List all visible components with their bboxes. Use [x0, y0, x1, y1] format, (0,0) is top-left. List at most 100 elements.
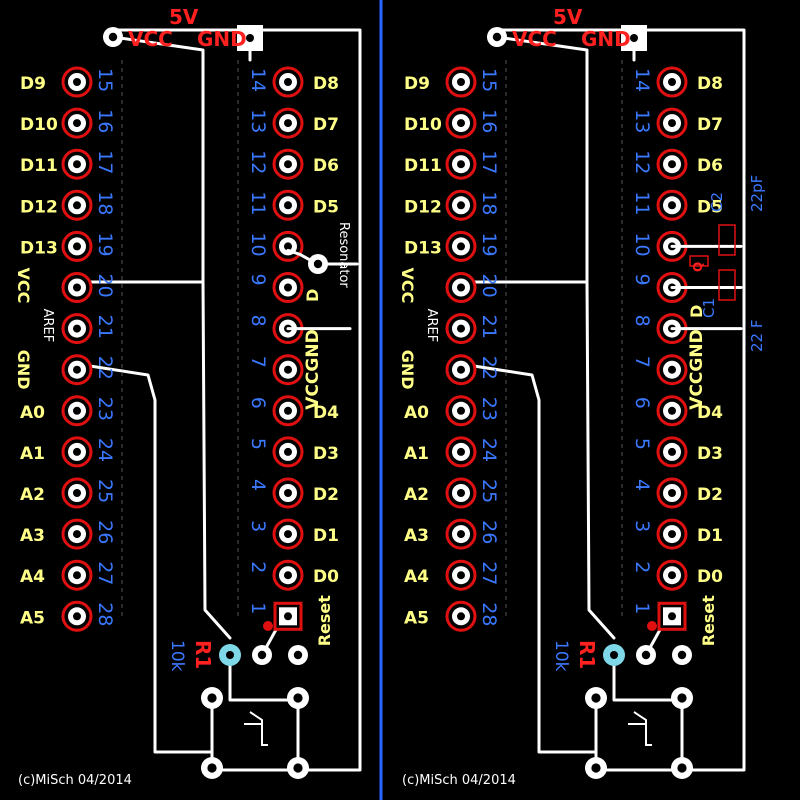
right-pin-pad-hole [668, 160, 676, 169]
gnd-label: GND [581, 27, 631, 51]
left-pin-number: 17 [478, 150, 500, 174]
reset-pad-b-hole [293, 650, 303, 660]
gnd-label: GND [197, 27, 247, 51]
right-pin-label: D6 [313, 156, 339, 176]
left-pin-label: AREF [40, 309, 55, 343]
right-pin-label: D5 [313, 197, 339, 217]
left-pin-number: 17 [94, 150, 116, 174]
left-pin-label: A4 [404, 567, 429, 587]
resonator-d-label: D [303, 289, 322, 302]
right-pin-number: 7 [631, 356, 653, 368]
right-pin-label: D7 [313, 115, 339, 135]
left-pin-number: 19 [478, 232, 500, 256]
right-pin-pad-hole [284, 489, 292, 497]
left-pin-number: 18 [478, 191, 500, 215]
right-pin-number: 5 [247, 438, 269, 450]
right-pin-number: 8 [247, 315, 269, 327]
left-pin-number: 27 [94, 561, 116, 585]
left-pin-label: D9 [20, 74, 46, 94]
capacitor-c2 [718, 224, 736, 256]
right-pin-number: 10 [631, 232, 653, 256]
right-pin-label: D4 [313, 403, 339, 423]
left-pin-pad-hole [73, 78, 81, 86]
left-pin-number: 23 [478, 397, 500, 421]
resonator-pad-hole [313, 259, 323, 269]
left-pin-number: 24 [478, 438, 500, 462]
left-pin-number: 15 [94, 68, 116, 92]
reset-trace [228, 653, 302, 702]
left-pin-pad-hole [457, 530, 465, 539]
right-pin-number: 11 [247, 191, 269, 215]
switch-pad-tl-hole [591, 693, 601, 703]
left-pin-number: 26 [478, 520, 500, 544]
right-pin-number: 10 [247, 232, 269, 256]
left-pin-number: 25 [478, 479, 500, 503]
switch-pad-tr-hole [293, 693, 303, 703]
left-pin-label: AREF [424, 309, 439, 343]
right-pin-number: 14 [631, 68, 653, 92]
crystal-d-label: D [687, 305, 706, 318]
left-pin-pad-hole [73, 160, 81, 169]
right-pin-pad-hole [284, 160, 292, 169]
left-pin-number: 22 [478, 356, 500, 380]
switch-pad-tl-hole [207, 693, 217, 703]
right-pin-pad-hole [668, 406, 676, 415]
right-pin-pad-hole [284, 571, 292, 580]
left-pin-label: D13 [20, 238, 58, 258]
left-pin-label: A0 [20, 403, 45, 423]
right-pin-label: D3 [313, 444, 339, 464]
right-pin-pad-hole [284, 406, 292, 415]
right-pin-label: D1 [313, 526, 339, 546]
reset-pad-a-hole [641, 650, 651, 660]
capacitor-c1-label: C1 [700, 298, 718, 318]
gnd-header-hole [246, 34, 254, 42]
left-pin-number: 22 [94, 356, 116, 380]
left-pin-label: A4 [20, 567, 45, 587]
left-pin-pad-hole [457, 489, 465, 497]
reset-pad-a-hole [257, 650, 267, 660]
right-pin-number: 12 [247, 150, 269, 174]
right-pin-pad-hole [668, 489, 676, 497]
left-pin-number: 28 [94, 602, 116, 626]
left-pin-label: D11 [404, 156, 442, 176]
switch-pad-tr-hole [677, 693, 687, 703]
right-pin-label: D5 [697, 197, 723, 217]
right-pin-pad-hole [284, 365, 292, 374]
resistor-name: R1 [191, 640, 215, 669]
right-pin-pad-hole [668, 612, 676, 621]
left-pin-pad-hole [73, 242, 81, 251]
capacitor-value-top: 22pF [748, 175, 766, 212]
right-pin-pad-hole [668, 365, 676, 374]
left-pin-label: D11 [20, 156, 58, 176]
left-pin-pad-hole [457, 447, 465, 456]
left-pin-pad-hole [73, 201, 81, 210]
right-pin-label: D8 [313, 74, 339, 94]
left-pin-pad-hole [457, 160, 465, 169]
right-pin-number: 6 [631, 397, 653, 409]
left-pin-label: A3 [20, 526, 45, 546]
reset-pad-b-hole [677, 650, 687, 660]
capacitor-c2-label: C2 [708, 192, 726, 212]
left-pin-label: GND [14, 350, 33, 390]
left-pin-number: 16 [478, 109, 500, 133]
crystal [689, 255, 709, 267]
left-pin-label: VCC [14, 268, 33, 304]
vcc-header-pad-hole [492, 32, 502, 42]
switch-pad-br-hole [293, 763, 303, 773]
left-pin-label: A1 [20, 444, 45, 464]
left-pin-label: VCC [398, 268, 417, 304]
left-pin-number: 19 [94, 232, 116, 256]
left-pin-label: A2 [20, 485, 45, 505]
right-pin-pad-hole [668, 571, 676, 580]
right-pin-number: 9 [631, 274, 653, 286]
right-pin-label: VCCGND [303, 329, 323, 409]
right-pin-number: 3 [247, 520, 269, 532]
resonator-label: Resonator [336, 222, 351, 288]
five-v-label: 5V [553, 5, 583, 29]
left-pin-label: A3 [404, 526, 429, 546]
right-pin-pad-hole [668, 78, 676, 86]
right-pin-number: 3 [631, 520, 653, 532]
switch-pad-bl-hole [591, 763, 601, 773]
left-pin-pad-hole [73, 324, 81, 333]
